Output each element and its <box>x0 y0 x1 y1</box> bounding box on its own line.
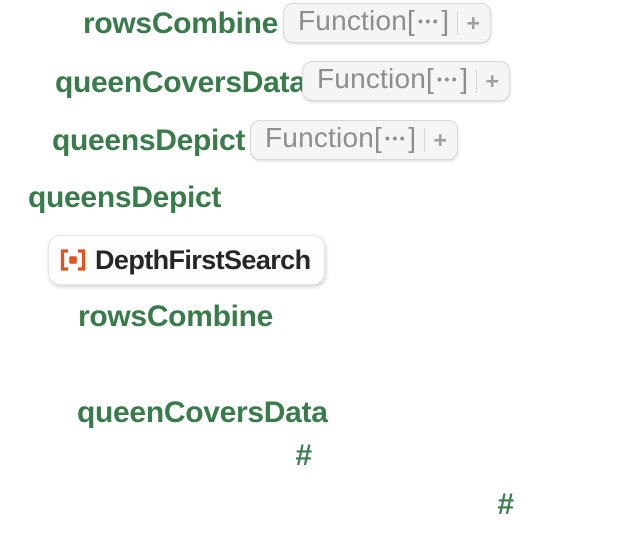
identifier-rowscombine: rowsCombine <box>83 7 279 40</box>
resource-function-badge[interactable]: DepthFirstSearch <box>48 235 326 285</box>
identifier-queensdepict: queensDepict <box>52 124 246 157</box>
function-collapsed-box-3[interactable]: Function[•••] + <box>250 120 459 160</box>
expand-plus-button[interactable]: + <box>433 127 447 153</box>
box-divider <box>457 11 459 35</box>
function-collapsed-box-1[interactable]: Function[•••] + <box>283 3 492 43</box>
box-divider <box>476 69 478 93</box>
identifier-queensdepict-call: queensDepict <box>28 181 222 214</box>
slot-symbol-2: # <box>497 488 514 521</box>
ellipsis-dots-icon: ••• <box>384 130 408 146</box>
function-box-label: Function[•••] <box>265 122 417 153</box>
identifier-rowscombine-call: rowsCombine <box>78 300 274 333</box>
function-box-label: Function[•••] <box>317 63 469 94</box>
resource-function-name: DepthFirstSearch <box>95 244 311 275</box>
slot-symbol-1: # <box>295 439 312 472</box>
function-box-label: Function[•••] <box>298 5 450 36</box>
identifier-queencoversdata: queenCoversData <box>55 66 306 99</box>
function-collapsed-box-2[interactable]: Function[•••] + <box>302 61 511 101</box>
expand-plus-button[interactable]: + <box>466 10 480 36</box>
box-divider <box>424 128 426 152</box>
ellipsis-dots-icon: ••• <box>417 13 441 29</box>
expand-plus-button[interactable]: + <box>485 68 499 94</box>
ellipsis-dots-icon: ••• <box>436 71 460 87</box>
identifier-queencoversdata-call: queenCoversData <box>77 396 328 429</box>
function-repository-icon <box>59 249 87 271</box>
